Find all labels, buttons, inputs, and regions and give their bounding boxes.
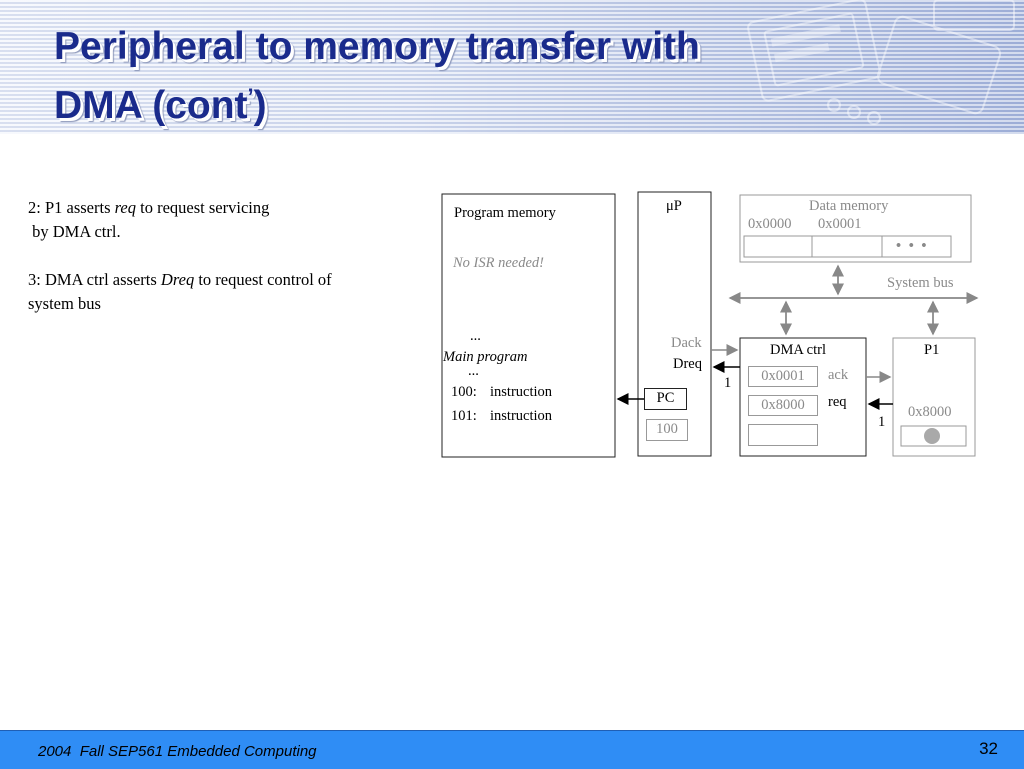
slide-body-text: 2: P1 asserts req to request servicing b…	[28, 196, 408, 316]
microprocessor-label: μP	[666, 198, 682, 214]
title-line-1: Peripheral to memory transfer with	[54, 25, 700, 68]
step-3-text: 3: DMA ctrl asserts	[28, 270, 161, 289]
p1-label: P1	[924, 342, 940, 358]
system-bus-label: System bus	[887, 275, 954, 291]
dreq-value: 1	[724, 375, 732, 391]
step-3-text-end: to request control of	[194, 270, 332, 289]
program-memory-label: Program memory	[454, 205, 556, 221]
step-2-emphasis: req	[114, 198, 137, 217]
line-100-address: 100:	[451, 384, 477, 400]
req-label: req	[828, 394, 847, 410]
footer-course-text: 2004 Fall SEP561 Embedded Computing	[38, 743, 317, 760]
data-memory-cell-0	[743, 235, 813, 258]
main-program-label: Main program	[443, 349, 528, 365]
step-2-line-1: 2: P1 asserts req to request servicing	[28, 196, 408, 220]
footer-bar: 2004 Fall SEP561 Embedded Computing 32	[0, 730, 1024, 769]
step-3-line-2: system bus	[28, 294, 101, 313]
data-memory-box	[739, 194, 972, 263]
dreq-label: Dreq	[673, 356, 702, 372]
dack-label: Dack	[671, 335, 702, 351]
dma-register-1: 0x0001	[748, 366, 818, 387]
p1-data-dot	[924, 428, 940, 444]
dma-ctrl-box	[739, 337, 867, 457]
banner-stripes	[0, 0, 1024, 134]
ack-label: ack	[828, 367, 849, 383]
microprocessor-box	[637, 191, 712, 457]
data-memory-ellipsis: • • •	[896, 238, 929, 254]
dma-ctrl-label: DMA ctrl	[770, 342, 826, 358]
data-memory-label: Data memory	[809, 198, 889, 214]
title-close-paren: )	[253, 84, 267, 127]
program-memory-box	[441, 193, 616, 458]
dma-register-1-value: 0x0001	[761, 368, 805, 384]
dma-register-2: 0x8000	[748, 395, 818, 416]
step-2-text-end: to request servicing	[136, 198, 270, 217]
dma-register-2-value: 0x8000	[761, 397, 805, 413]
req-value: 1	[878, 414, 886, 430]
title-line-2: DMA (cont	[54, 84, 248, 127]
title-apostrophe: ’	[247, 84, 254, 109]
line-101-address: 101:	[451, 408, 477, 424]
data-memory-address-0: 0x0000	[748, 216, 792, 232]
data-memory-cell-1	[811, 235, 883, 258]
ellipsis-bottom: ...	[468, 363, 479, 379]
line-101-instruction: instruction	[490, 408, 553, 424]
no-isr-note: No ISR needed!	[453, 255, 544, 271]
banner-decoration-image	[747, 0, 1015, 125]
pc-label: PC	[656, 390, 675, 406]
ellipsis-top: ...	[470, 328, 481, 344]
pc-value: 100	[656, 421, 678, 437]
data-memory-cell-2	[881, 235, 952, 258]
slide-title: Peripheral to memory transfer with DMA (…	[54, 22, 914, 131]
dma-diagram: Program memory No ISR needed! ... Main p…	[440, 190, 980, 460]
step-3-emphasis: Dreq	[160, 270, 195, 289]
line-100-instruction: instruction	[490, 384, 553, 400]
step-3-line-1: 3: DMA ctrl asserts Dreq to request cont…	[28, 268, 408, 292]
p1-register-value: 0x8000	[908, 404, 952, 420]
p1-box	[892, 337, 976, 457]
step-2-text: 2: P1 asserts	[28, 198, 115, 217]
dma-register-3	[748, 424, 818, 446]
data-memory-address-1: 0x0001	[818, 216, 862, 232]
page-number: 32	[979, 739, 998, 758]
step-2-line-2: by DMA ctrl.	[28, 222, 121, 241]
diagram-lines	[441, 191, 979, 458]
p1-register	[900, 425, 967, 447]
header-banner: Peripheral to memory transfer with DMA (…	[0, 0, 1024, 134]
pc-value-box: 100	[646, 419, 688, 441]
pc-register: PC	[644, 388, 687, 410]
